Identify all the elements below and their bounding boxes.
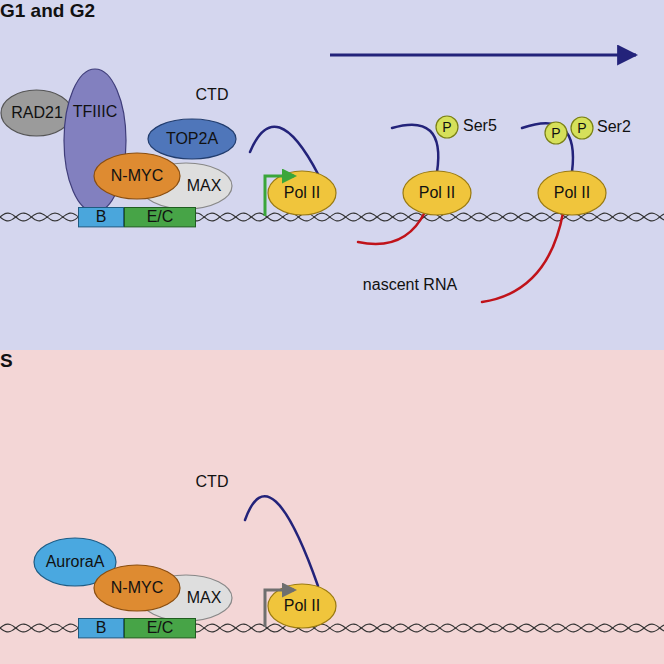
ec-box: E/C [124,618,196,638]
nascent-rna-label: nascent RNA [363,276,457,294]
pol2-enzyme: Pol II [402,170,472,216]
box-fill [79,618,124,637]
ellipse-fill [571,117,593,139]
ellipse-fill [268,171,336,215]
box-fill [79,207,124,226]
active-promoter-arrow [265,176,294,216]
ec-box: E/C [124,207,196,227]
phase-panel: RAD21 TFIIIC TOP2A MAX N-MYC B E/C Pol II Pol II… [0,0,664,350]
pol2-enzyme: Pol II [267,170,337,216]
pol2-enzyme: Pol II [267,583,337,629]
pol2-enzyme: Pol II [537,170,607,216]
b-box: B [78,207,124,227]
ser5-label: Ser5 [463,117,497,135]
rad21-protein: RAD21 [0,89,73,137]
protein-label: B [96,619,107,637]
protein-label: P [551,125,560,141]
ellipse-fill [403,171,471,215]
box-fill [125,618,196,637]
box-fill [125,207,196,226]
protein-label: AuroraA [46,553,105,571]
ctd-label: CTD [196,86,229,104]
protein-label: P [577,120,586,136]
protein-label: TFIIIC [73,103,117,121]
protein-label: Pol II [554,184,590,202]
promoter-arrow-layer [0,350,664,664]
paused-promoter-arrow [265,590,294,627]
protein-label: N-MYC [111,167,163,185]
phase-panel: AuroraA MAX N-MYC B E/C Pol II S CTD [0,350,664,664]
protein-label: Pol II [419,184,455,202]
protein-label: MAX [187,589,222,607]
protein-label: B [96,208,107,226]
ellipse-fill [538,171,606,215]
transcription-direction-arrow [330,54,636,57]
ctd-tail [392,125,438,172]
phospho-mark: P [544,121,568,145]
ctd-label: CTD [196,473,229,491]
ellipse-fill [1,90,72,136]
protein-label: MAX [187,177,222,195]
ctd-tail [245,496,318,586]
phase-heading: G1 and G2 [0,0,95,22]
protein-label: N-MYC [111,579,163,597]
b-box: B [78,618,124,638]
nascent-rna [358,212,425,244]
protein-label: RAD21 [11,104,63,122]
protein-label: E/C [147,619,174,637]
protein-label: E/C [147,208,174,226]
nmyc-protein: N-MYC [93,152,181,200]
ellipse-fill [94,153,180,199]
protein-label: Pol II [284,597,320,615]
ellipse-fill [94,565,180,611]
nascent-rna [482,213,563,302]
phospho-mark: P [435,115,459,139]
phase-heading: S [0,350,13,372]
top2a-protein: TOP2A [147,118,237,160]
phospho-mark: P [570,116,594,140]
nmyc-protein: N-MYC [93,564,181,612]
ctd-tail [250,127,318,174]
ellipse-fill [148,119,236,159]
protein-label: P [442,119,451,135]
promoter-arrow-layer [0,0,664,350]
ellipse-fill [545,122,567,144]
ser2-label: Ser2 [597,118,631,136]
ellipse-fill [436,116,458,138]
protein-label: TOP2A [166,130,218,148]
ellipse-fill [268,584,336,628]
protein-label: Pol II [284,184,320,202]
